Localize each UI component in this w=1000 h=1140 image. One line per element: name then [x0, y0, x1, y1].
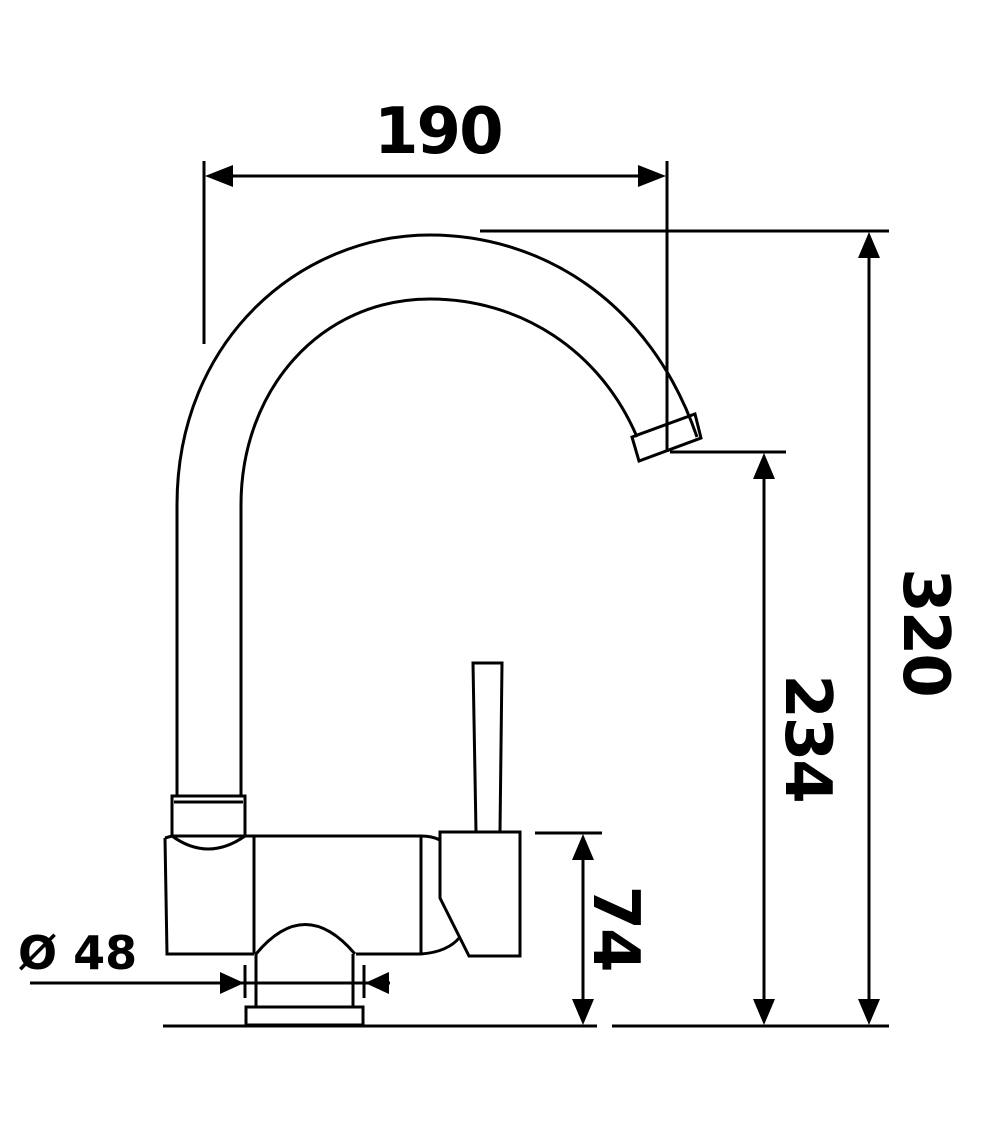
arrow-left-icon — [365, 972, 389, 994]
mounting-base — [244, 954, 365, 1027]
dimension-label-diameter-48: Ø 48 — [18, 926, 138, 980]
dimension-label-74: 74 — [578, 885, 652, 971]
mixer-body — [163, 834, 423, 956]
dimension-label-190: 190 — [374, 95, 504, 169]
dimension-label-234: 234 — [770, 674, 844, 802]
spout — [175, 233, 699, 796]
dimension-190 — [202, 161, 669, 452]
arrow-right-icon — [220, 972, 244, 994]
aerator — [630, 412, 703, 463]
arrow-right-icon — [638, 165, 666, 187]
lever-handle — [438, 661, 522, 958]
dimension-234 — [670, 450, 786, 1025]
arrow-down-icon — [753, 999, 775, 1025]
arrow-down-icon — [572, 999, 594, 1025]
dimension-320 — [480, 229, 889, 1025]
arrow-up-icon — [753, 453, 775, 479]
arrow-down-icon — [858, 999, 880, 1025]
dimension-label-320: 320 — [888, 568, 962, 696]
arrow-up-icon — [858, 232, 880, 258]
arrow-left-icon — [205, 165, 233, 187]
arrow-up-icon — [572, 834, 594, 860]
swivel-collar — [170, 794, 247, 851]
dimension-diameter-48 — [30, 965, 390, 998]
dimension-74 — [535, 831, 602, 1025]
